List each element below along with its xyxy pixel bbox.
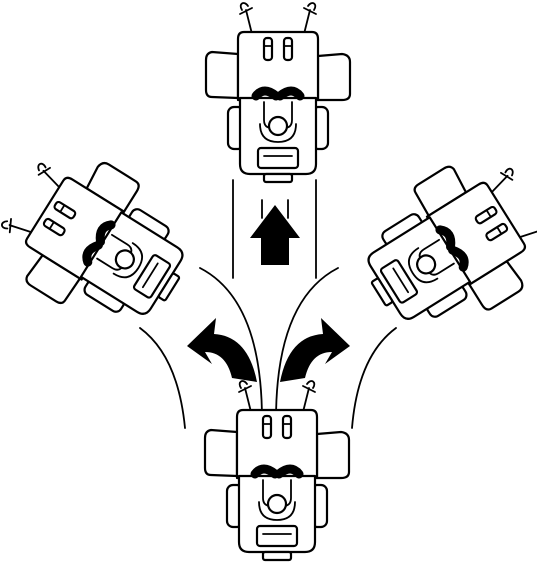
mower-right-turn	[340, 138, 537, 355]
right-turn-arrow-icon	[280, 318, 350, 382]
right-track-outer	[351, 327, 397, 429]
mower-left-turn	[0, 133, 211, 350]
mower-straight	[206, 3, 350, 182]
left-track-outer	[139, 327, 186, 429]
right-track-inner	[275, 267, 339, 421]
left-turn-arrow-icon	[187, 318, 257, 382]
straight-arrow-icon	[250, 199, 300, 265]
left-track-inner	[199, 267, 263, 421]
